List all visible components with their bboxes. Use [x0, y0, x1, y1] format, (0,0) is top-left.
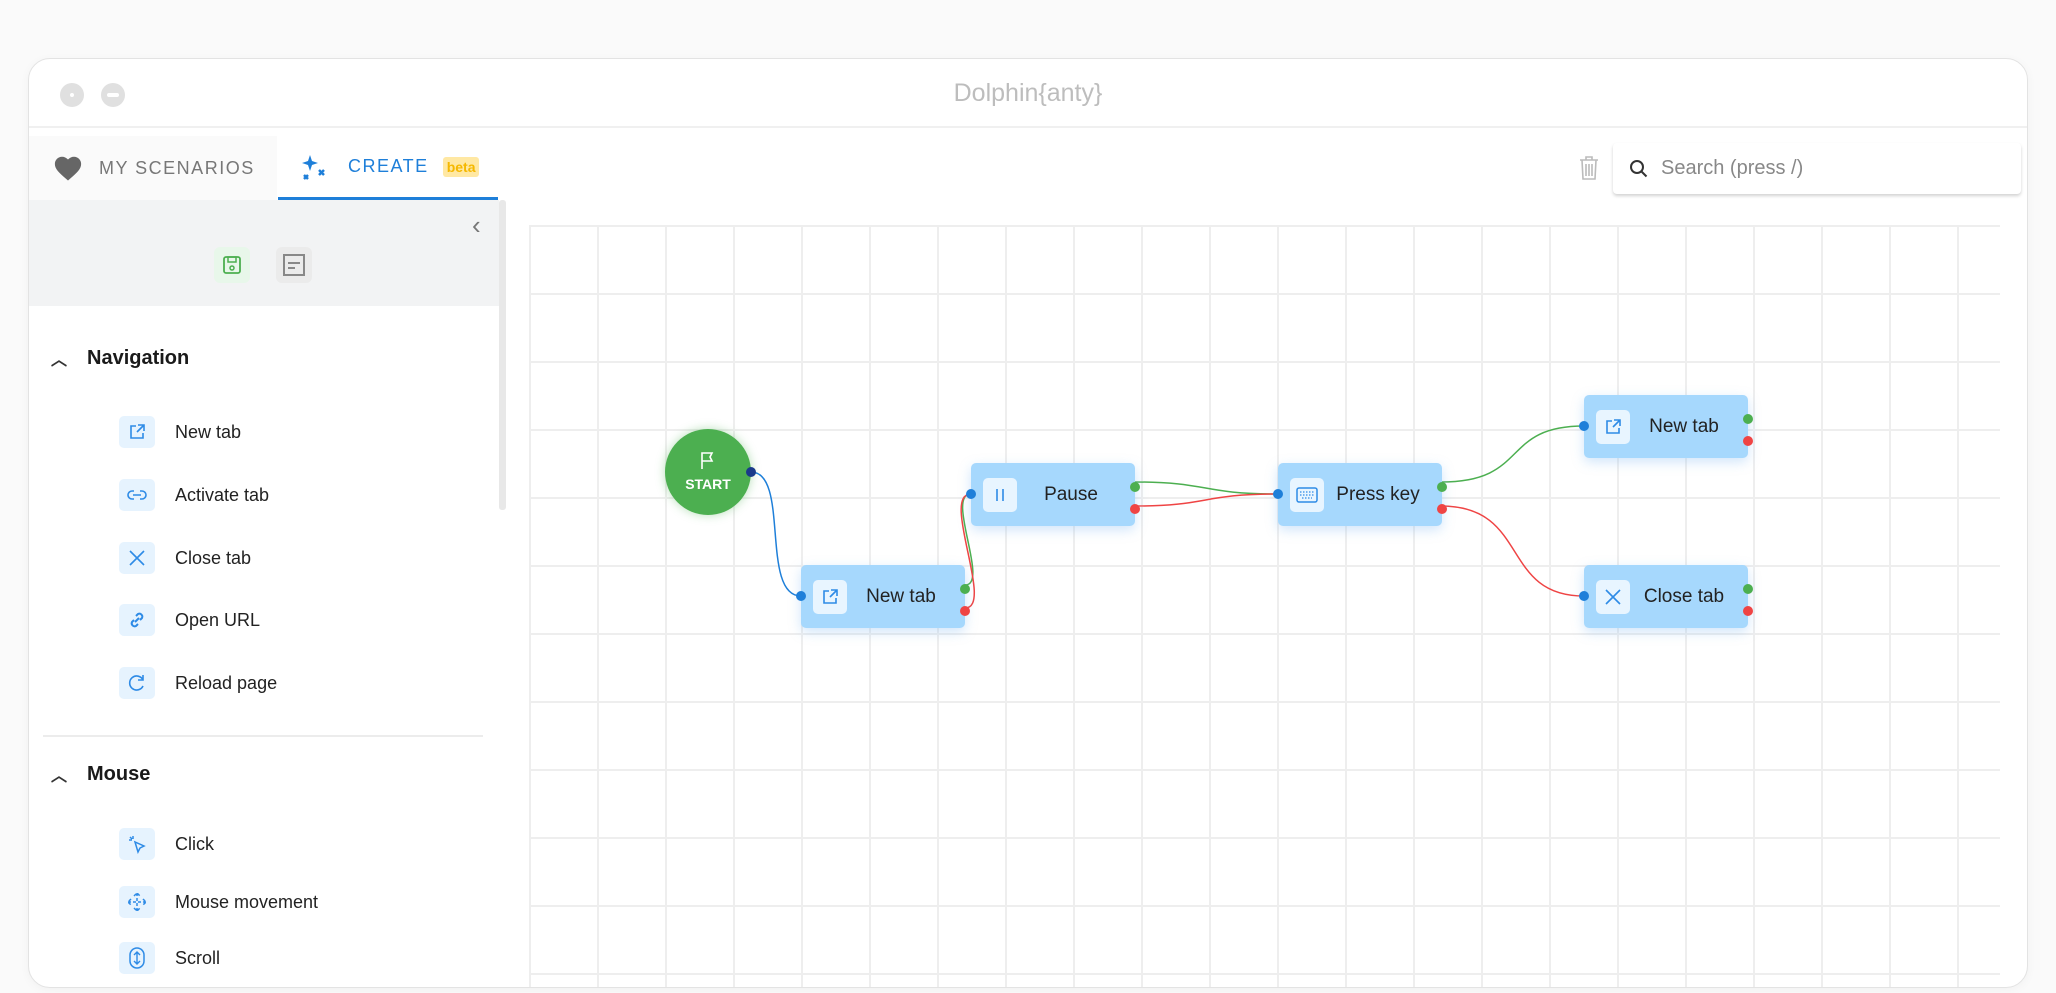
node-pause[interactable]: Pause [971, 463, 1135, 526]
item-label: Click [175, 833, 214, 854]
flag-icon [701, 452, 714, 469]
save-icon [223, 256, 241, 274]
open-external-icon [813, 579, 847, 614]
item-label: Scroll [175, 947, 221, 968]
tab-create[interactable]: CREATE beta [278, 136, 498, 200]
click-icon [119, 828, 155, 860]
minimize-window-button[interactable] [101, 83, 125, 107]
window-title: Dolphin{anty} [953, 79, 1103, 107]
input-port[interactable] [1273, 489, 1283, 499]
heart-icon [54, 156, 82, 181]
template-button[interactable] [276, 247, 312, 283]
sidebar-item-reload-page[interactable]: Reload page [119, 667, 277, 699]
sidebar-item-close-tab[interactable]: Close tab [119, 542, 251, 574]
item-label: Reload page [175, 672, 278, 693]
scroll-icon [119, 942, 155, 974]
node-new-tab[interactable]: New tab [801, 565, 965, 628]
sidebar: ‹ ︿ Navigation New tab Activate tab Clos… [29, 200, 506, 987]
error-port[interactable] [1437, 504, 1447, 514]
search-input[interactable] [1661, 157, 1991, 180]
sidebar-item-activate-tab[interactable]: Activate tab [119, 479, 269, 511]
section-navigation[interactable]: ︿ Navigation [51, 346, 189, 370]
move-icon [119, 886, 155, 918]
keyboard-icon [1290, 477, 1324, 512]
node-close-tab[interactable]: Close tab [1584, 565, 1748, 628]
input-port[interactable] [1579, 591, 1589, 601]
template-icon [283, 254, 305, 276]
open-external-icon [119, 416, 155, 448]
node-press-key[interactable]: Press key [1278, 463, 1442, 526]
success-port[interactable] [1130, 482, 1140, 492]
chain-link-icon [119, 604, 155, 636]
chevron-up-icon: ︿ [51, 768, 68, 785]
scenario-canvas[interactable] [529, 225, 2000, 987]
input-port[interactable] [1579, 421, 1589, 431]
search-box[interactable] [1613, 143, 2021, 194]
sidebar-item-click[interactable]: Click [119, 828, 214, 860]
item-label: Open URL [175, 609, 261, 630]
item-label: Close tab [175, 547, 252, 568]
success-port[interactable] [960, 584, 970, 594]
tab-my-scenarios[interactable]: MY SCENARIOS [29, 136, 277, 200]
item-label: Activate tab [175, 484, 270, 505]
tab-bar: MY SCENARIOS CREATE beta [29, 136, 506, 200]
node-label: New tab [866, 585, 936, 607]
reload-icon [119, 667, 155, 699]
input-port[interactable] [796, 591, 806, 601]
section-title: Mouse [87, 762, 151, 785]
beta-badge: beta [442, 156, 480, 177]
tab-label: CREATE [348, 156, 429, 176]
node-label: Pause [1044, 483, 1098, 505]
error-port[interactable] [1743, 436, 1753, 446]
start-label: START [685, 476, 731, 492]
success-port[interactable] [1743, 414, 1753, 424]
sidebar-toolbar: ‹ [29, 200, 499, 306]
close-icon [119, 542, 155, 574]
node-label: Close tab [1643, 585, 1725, 607]
delete-button[interactable] [1578, 155, 1600, 186]
error-port[interactable] [1130, 504, 1140, 514]
close-window-button[interactable] [60, 83, 84, 107]
start-node[interactable]: START [665, 429, 751, 515]
save-button[interactable] [214, 247, 250, 283]
title-bar: Dolphin{anty} [29, 59, 2027, 128]
input-port[interactable] [966, 489, 976, 499]
collapse-sidebar-icon[interactable]: ‹ [472, 210, 481, 240]
open-external-icon [1596, 409, 1630, 444]
sidebar-scrollbar[interactable] [499, 200, 506, 510]
app-window: Dolphin{anty} MY SCENARIOS CREATE beta ‹… [28, 58, 2028, 988]
node-label: Press key [1336, 483, 1420, 505]
output-port[interactable] [746, 467, 756, 477]
tab-label: MY SCENARIOS [99, 157, 255, 178]
link-icon [119, 479, 155, 511]
success-port[interactable] [1743, 584, 1753, 594]
close-icon [1596, 579, 1630, 614]
node-label: New tab [1649, 415, 1719, 437]
item-label: Mouse movement [175, 891, 319, 912]
section-title: Navigation [87, 346, 190, 369]
sidebar-item-new-tab[interactable]: New tab [119, 416, 241, 448]
node-new-tab[interactable]: New tab [1584, 395, 1748, 458]
sidebar-item-mouse-movement[interactable]: Mouse movement [119, 886, 318, 918]
divider [43, 735, 483, 737]
trash-icon [1580, 156, 1598, 180]
sidebar-item-scroll[interactable]: Scroll [119, 942, 220, 974]
item-label: New tab [175, 421, 242, 442]
pause-icon [983, 477, 1017, 512]
search-icon [1630, 159, 1648, 177]
sparkles-icon [302, 154, 325, 180]
success-port[interactable] [1437, 482, 1447, 492]
error-port[interactable] [1743, 606, 1753, 616]
sidebar-item-open-url[interactable]: Open URL [119, 604, 260, 636]
chevron-up-icon: ︿ [51, 352, 68, 369]
error-port[interactable] [960, 606, 970, 616]
section-mouse[interactable]: ︿ Mouse [51, 762, 150, 786]
